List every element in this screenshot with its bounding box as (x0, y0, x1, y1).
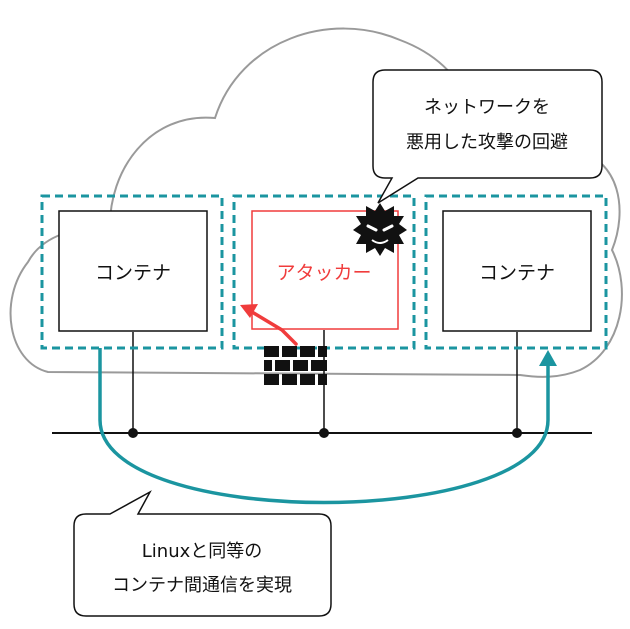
callout-top-line2: 悪用した攻撃の回避 (406, 132, 568, 153)
communication-arc (98, 348, 550, 505)
callout-bubble-bottom (73, 490, 332, 617)
container-label-1: コンテナ (95, 262, 171, 284)
callout-bottom-line2: コンテナ間通信を実現 (112, 575, 292, 596)
zone-dashed-3 (424, 194, 608, 350)
container-label-3: コンテナ (479, 262, 555, 284)
attacker-icon (353, 203, 407, 256)
node-dot-3 (512, 428, 522, 438)
zone-dashed-1 (40, 194, 224, 350)
node-dot-1 (128, 428, 138, 438)
container-box-3 (442, 210, 592, 332)
communication-arrowhead (539, 350, 557, 366)
firewall-icon (264, 346, 327, 385)
callout-bottom-line1: Linuxと同等の (142, 541, 263, 562)
callout-top-line1: ネットワークを (424, 97, 550, 118)
callout-bubble-top (372, 69, 603, 204)
blocked-attack-arrow (240, 304, 298, 346)
container-box-1 (58, 210, 208, 332)
attacker-label: アタッカー (276, 262, 371, 284)
node-dot-2 (319, 428, 329, 438)
